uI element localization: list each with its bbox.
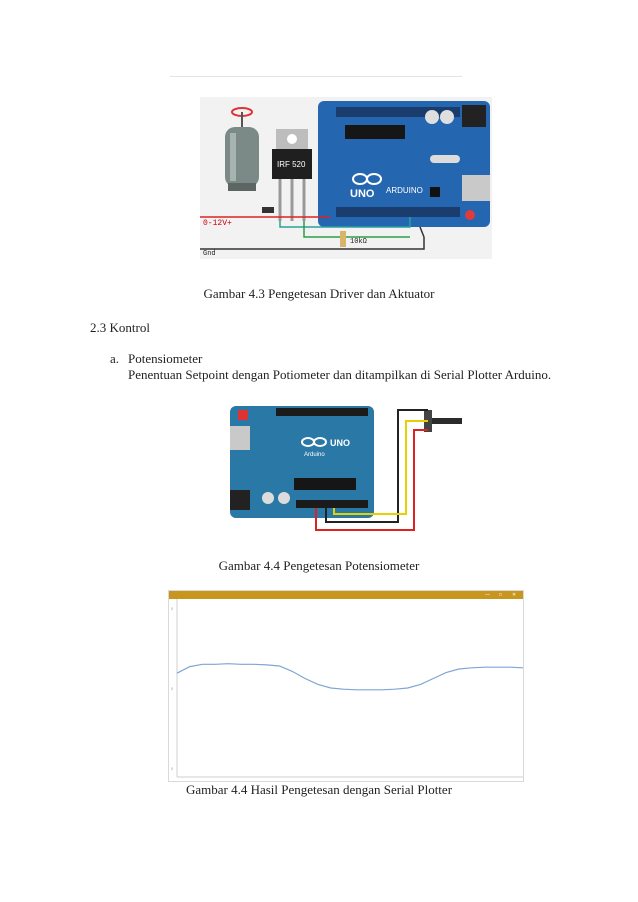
voltage-label: 0-12V+ (203, 219, 232, 228)
arduino-infinity-icon (301, 437, 327, 447)
series-line (176, 663, 523, 691)
section-heading: 2.3 Kontrol (90, 320, 150, 335)
board-model-label: UNO (350, 188, 375, 200)
y-tick-label: 0 (171, 686, 174, 691)
close-icon[interactable]: ✕ (512, 592, 517, 598)
reset-button-icon (238, 410, 248, 420)
caption-fig-4-5: Gambar 4.4 Hasil Pengetesan dengan Seria… (185, 782, 453, 797)
power-jack (462, 105, 486, 127)
ground-label: Gnd (203, 250, 216, 258)
figure-potentiometer: UNO Arduino (230, 398, 466, 534)
caption-fig-4-3: Gambar 4.3 Pengetesan Driver dan Aktuato… (203, 286, 435, 301)
dc-motor-icon (225, 107, 259, 191)
board-brand-label: ARDUINO (386, 186, 423, 195)
usb-port (230, 426, 250, 450)
serial-plotter-window: — □ ✕ 0 0 0 (168, 590, 524, 782)
maximize-icon[interactable]: □ (499, 592, 503, 598)
minimize-icon[interactable]: — (485, 592, 490, 598)
list-item-text: Penentuan Setpoint dengan Potiometer dan… (128, 367, 552, 382)
list-marker: a. (110, 351, 120, 366)
mosfet-transistor: IRF 520 (272, 129, 312, 221)
diode (262, 207, 274, 213)
y-tick-label: 0 (171, 606, 174, 611)
board-brand-label: Arduino (304, 452, 325, 458)
resistor (340, 231, 346, 247)
figure-driver-actuator: UNO ARDUINO IRF 520 10kΩ (200, 97, 492, 259)
driver-actuator-diagram: UNO ARDUINO IRF 520 10kΩ (200, 101, 490, 258)
arduino-infinity-icon (352, 173, 382, 185)
power-jack (230, 490, 250, 510)
microcontroller-chip (345, 125, 405, 139)
reset-button-icon (465, 210, 475, 220)
usb-port (462, 175, 490, 201)
y-tick-label: 0 (171, 766, 174, 771)
board-model-label: UNO (330, 438, 350, 448)
resistor-label: 10kΩ (350, 238, 367, 246)
list-item-title: Potensiometer (128, 351, 203, 366)
microcontroller-chip (294, 478, 356, 490)
potentiometer-icon (424, 410, 462, 432)
mosfet-label: IRF 520 (277, 160, 306, 169)
window-titlebar: — □ ✕ (169, 591, 523, 599)
caption-fig-4-4: Gambar 4.4 Pengetesan Potensiometer (218, 558, 420, 573)
serial-plot-chart: 0 0 0 (171, 599, 523, 778)
top-divider (170, 76, 462, 77)
potentiometer-diagram: UNO Arduino (230, 406, 462, 531)
